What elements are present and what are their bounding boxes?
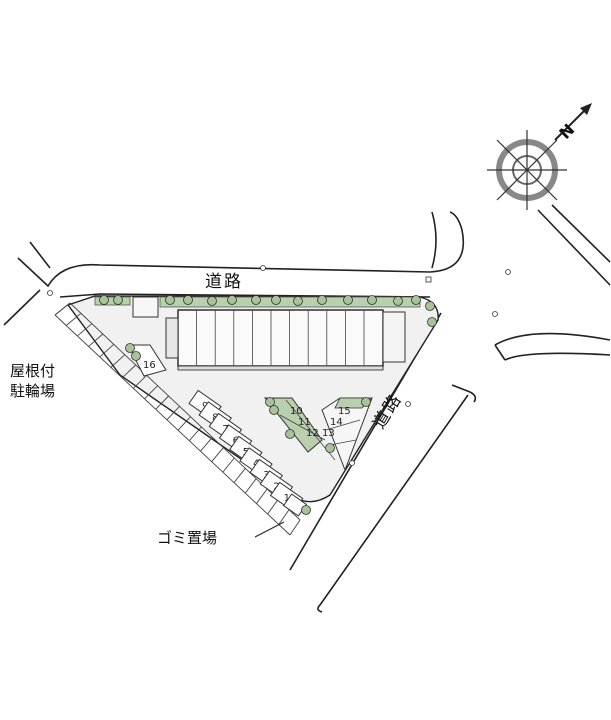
island-stall-number: 14 (330, 417, 343, 428)
slope-hatch (256, 488, 268, 504)
slope-hatch (88, 333, 104, 347)
slope-hatch (211, 447, 224, 462)
slope-hatch (233, 468, 246, 483)
tree-icon (301, 505, 311, 515)
tree-icon (317, 295, 327, 305)
slope-hatch (177, 416, 191, 431)
parking-stall-number: 1 (284, 493, 290, 504)
bicycle-parking-label-1: 屋根付 (10, 362, 55, 380)
utility-block (132, 296, 159, 318)
tree-icon (425, 301, 435, 311)
garbage-leader-line (254, 521, 285, 538)
tree-icon (271, 295, 281, 305)
slope-hatch (77, 323, 93, 337)
slope-hatch (99, 343, 115, 358)
tree-icon (367, 295, 377, 305)
bicycle-parking-label: 屋根付 駐輪場 (10, 362, 55, 400)
tree-icon (227, 295, 237, 305)
slope-hatch (166, 406, 180, 421)
landmark-dots (47, 265, 511, 466)
bike-number: 16 (143, 360, 156, 371)
compass-rose (487, 130, 567, 210)
bicycle-parking-label-2: 駐輪場 (10, 382, 55, 400)
apartment-building (165, 309, 406, 371)
tree-icon (265, 397, 275, 407)
parking-island-left (263, 397, 336, 461)
tree-icon (285, 429, 295, 439)
slope-hatch (133, 375, 147, 389)
slope-hatch (244, 478, 257, 494)
road-top-label: 道路 (205, 272, 243, 292)
tree-icon (343, 295, 353, 305)
slope-hatch (54, 302, 71, 316)
slope-hatch (267, 499, 279, 515)
tree-icon (411, 295, 421, 305)
tree-icon (165, 295, 175, 305)
tree-icon (207, 296, 217, 306)
tree-icon (325, 443, 335, 453)
tree-icon (427, 317, 437, 327)
slope-hatch (144, 385, 158, 400)
slope-hatch (222, 457, 235, 473)
slope-hatch (110, 354, 126, 368)
tree-icon (131, 351, 141, 361)
slope-hatch (278, 509, 290, 525)
slope-hatch (289, 519, 301, 536)
north-arrow-icon: N (554, 103, 592, 143)
island-stall-number: 12 (306, 428, 319, 439)
island-stall-number: 15 (338, 406, 351, 417)
island-stall-number: 13 (322, 428, 335, 439)
tree-icon (99, 295, 109, 305)
slope-hatch (200, 437, 213, 452)
island-stall-number: 10 (290, 406, 303, 417)
tree-icon (393, 296, 403, 306)
trees (99, 295, 437, 515)
tree-icon (113, 295, 123, 305)
north-label: N (555, 120, 578, 143)
tree-icon (251, 295, 261, 305)
slope-hatch (121, 364, 137, 379)
garbage-label: ゴミ置場 (157, 529, 217, 547)
slope-hatch (155, 395, 169, 410)
tree-icon (361, 397, 371, 407)
slope-hatch (65, 312, 82, 326)
slope-hatch (188, 426, 202, 442)
tree-icon (183, 295, 193, 305)
island-stall-number: 11 (298, 417, 311, 428)
tree-icon (269, 405, 279, 415)
tree-icon (125, 343, 135, 353)
tree-icon (293, 296, 303, 306)
